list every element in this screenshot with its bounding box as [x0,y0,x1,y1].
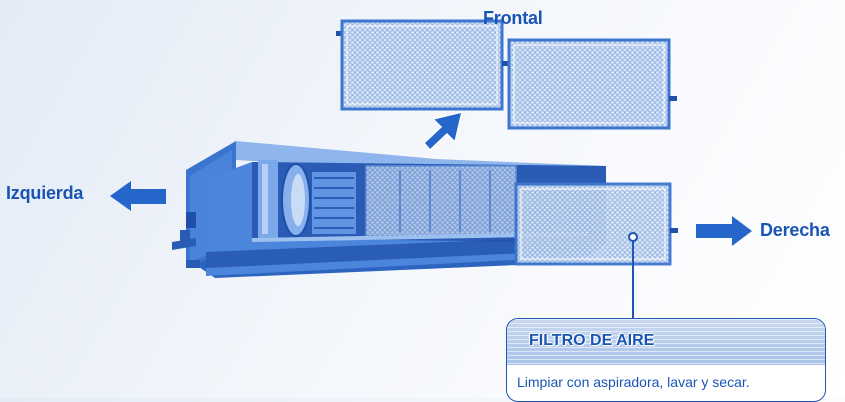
callout-instructions: Limpiar con aspiradora, lavar y secar. [517,374,750,390]
indoor-unit [172,141,606,278]
arrow-up-icon [422,110,464,152]
callout-title: FILTRO DE AIRE [529,332,655,349]
front-filter-right [502,38,677,130]
blower-fan [258,160,356,238]
front-filter-left [336,19,504,111]
right-direction-label: Derecha [760,220,830,240]
side-filter [514,182,678,266]
left-direction-label: Izquierda [6,183,84,203]
callout-pointer [628,232,638,318]
arrow-right-icon [696,216,752,246]
air-filter-callout: FILTRO DE AIRE Limpiar con aspiradora, l… [506,318,826,402]
arrow-left-icon [110,181,166,211]
front-direction-label: Frontal [483,8,543,28]
callout-header: FILTRO DE AIRE [507,319,825,365]
